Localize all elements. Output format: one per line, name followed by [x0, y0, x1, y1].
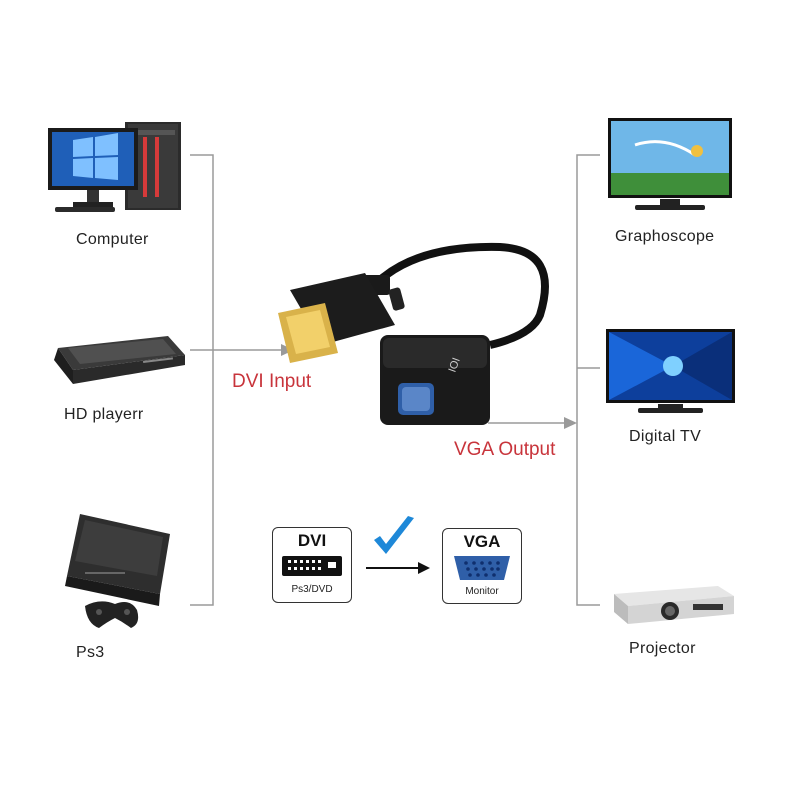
computer-icon [48, 122, 181, 212]
computer-label: Computer [76, 231, 149, 248]
dvi-legend-box: DVI Ps3/DVD [272, 527, 352, 603]
hd-player-icon [54, 336, 185, 384]
projector-icon [614, 586, 734, 624]
hd-player-label: HD playerr [64, 406, 144, 423]
output-arrowhead [564, 417, 577, 429]
ps3-label: Ps3 [76, 644, 105, 661]
ps3-icon [65, 514, 170, 628]
graphoscope-icon [608, 118, 732, 210]
digital-tv-icon [606, 329, 735, 413]
legend-arrow [366, 516, 430, 574]
dvi-port-icon [282, 556, 342, 576]
vga-legend-box: VGA Monitor [442, 528, 522, 604]
vga-port-icon [454, 556, 510, 580]
dvi-legend-title: DVI [297, 531, 327, 550]
vga-output-label: VGA Output [454, 439, 556, 460]
vga-legend-title: VGA [463, 532, 501, 551]
adapter-port-label: IOI [447, 356, 463, 374]
dvi-input-label: DVI Input [232, 371, 312, 392]
vga-legend-sub: Monitor [465, 586, 499, 597]
graphoscope-label: Graphoscope [615, 228, 715, 245]
digital-tv-label: Digital TV [629, 428, 702, 445]
dvi-vga-adapter-icon: IOI [278, 242, 549, 425]
checkmark-icon [374, 516, 414, 554]
dvi-legend-sub: Ps3/DVD [291, 584, 333, 595]
projector-label: Projector [629, 640, 696, 657]
